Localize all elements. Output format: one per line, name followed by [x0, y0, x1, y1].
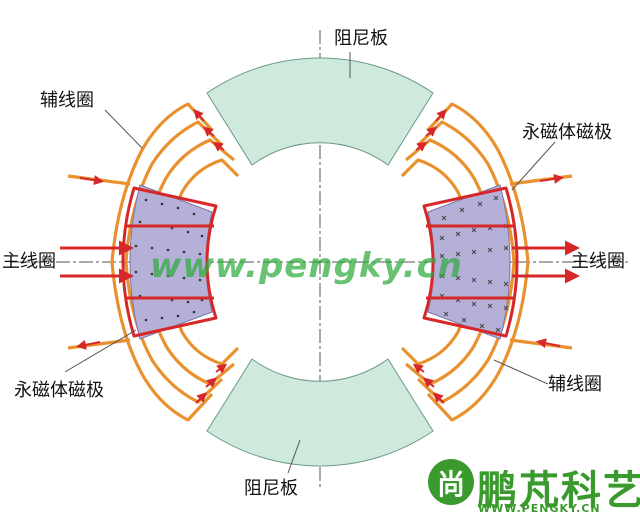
logo-text-en: WWW.PENGKY.CN — [478, 502, 601, 515]
label-damper-bottom: 阻尼板 — [244, 478, 298, 499]
label-main-coil-right: 主线圈 — [571, 251, 625, 272]
damper-plate-bottom — [206, 358, 434, 467]
leader-lines — [64, 52, 556, 474]
logo-mark: 尚 — [428, 459, 474, 505]
main-coil-left — [60, 186, 218, 338]
aux-coil-left — [67, 102, 240, 422]
label-damper-top: 阻尼板 — [334, 28, 388, 49]
label-aux-coil-right: 辅线圈 — [548, 374, 602, 395]
aux-coil-right-arrows — [412, 109, 564, 404]
label-pm-pole-right: 永磁体磁极 — [522, 122, 612, 143]
label-pm-pole-left: 永磁体磁极 — [14, 380, 104, 401]
damper-plate-top — [206, 57, 434, 166]
main-coil-right — [422, 186, 580, 338]
label-main-coil-left: 主线圈 — [2, 251, 56, 272]
pm-pole-right-crosses — [439, 195, 509, 333]
svg-text:尚: 尚 — [437, 468, 465, 501]
watermark-text: www.pengky.cn — [150, 246, 463, 286]
aux-coil-left-arrows — [76, 109, 228, 404]
logo-text-cn: 鹏芃科艺 — [477, 468, 640, 514]
label-aux-coil-left: 辅线圈 — [40, 90, 94, 111]
